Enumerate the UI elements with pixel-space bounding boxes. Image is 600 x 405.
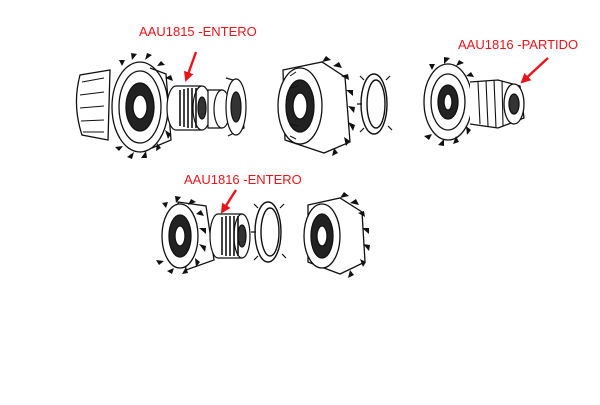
callout-arrows xyxy=(183,51,549,214)
callout-label-aau1815-entero: AAU1815 -ENTERO xyxy=(139,24,257,39)
bottom-gear-icon xyxy=(156,196,215,274)
synchro-hub-gear-icon xyxy=(277,56,355,156)
callout-label-aau1816-partido: AAU1816 -PARTIDO xyxy=(458,37,579,52)
partido-gear-icon xyxy=(423,57,525,146)
synchro-hub-bottom-icon xyxy=(303,192,370,278)
synchro-ring-icon xyxy=(357,73,393,135)
needle-bearing-bottom-icon xyxy=(209,213,251,259)
mainshaft-gear-icon xyxy=(75,53,175,159)
needle-bearing-icon xyxy=(166,85,212,131)
arrow-icon xyxy=(183,51,198,82)
spacer-sleeve-icon xyxy=(207,77,247,137)
arrow-icon xyxy=(220,189,238,214)
arrow-icon xyxy=(520,57,549,84)
callout-label-aau1816-entero: AAU1816 -ENTERO xyxy=(184,172,302,187)
synchro-ring-bottom-icon xyxy=(251,201,287,263)
